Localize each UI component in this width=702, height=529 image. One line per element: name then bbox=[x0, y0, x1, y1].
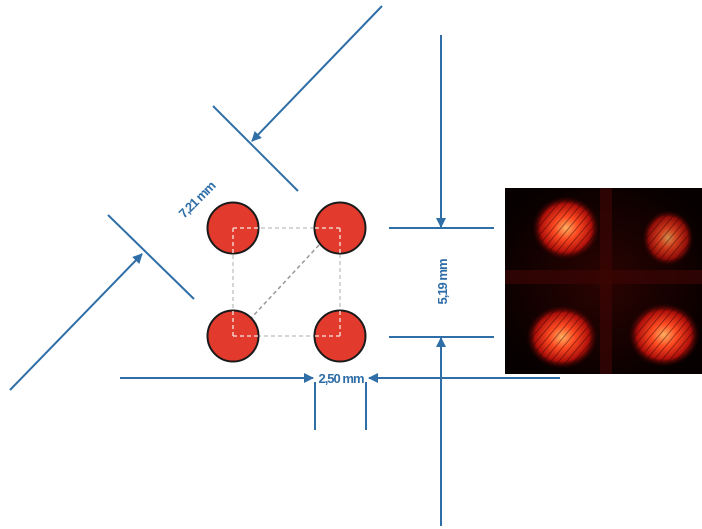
spot-array bbox=[206, 201, 367, 363]
diagonal-extension-line-bottom bbox=[107, 214, 195, 300]
horizontal-dimension-label: 2,50 mm bbox=[318, 371, 363, 386]
dashed-center-square bbox=[232, 227, 341, 337]
dashed-center-diagonal bbox=[239, 229, 334, 331]
beam-photo bbox=[505, 188, 702, 374]
diagonal-arrow-top bbox=[251, 5, 383, 142]
diagonal-extension-line-top bbox=[212, 105, 299, 192]
vertical-dimension-label: 5,19 mm bbox=[435, 259, 450, 304]
diagonal-arrow-bottom bbox=[9, 253, 143, 391]
horizontal-dimension: 2,50 mm bbox=[120, 371, 560, 430]
dashed-guides bbox=[232, 227, 341, 337]
vertical-dimension: 5,19 mm bbox=[389, 35, 494, 526]
